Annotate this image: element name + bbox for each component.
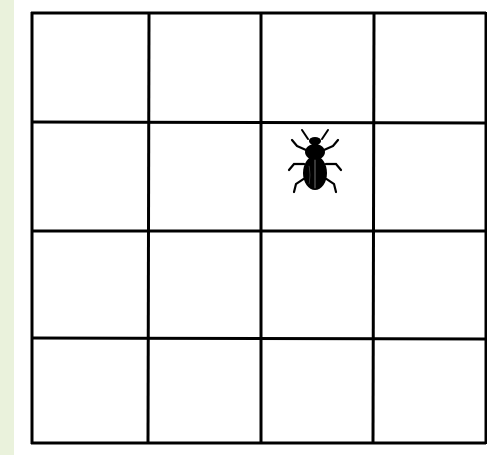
grid-vertical-line: [148, 12, 149, 444]
grid-horizontal-line: [31, 122, 486, 123]
grid-vertical-line: [373, 12, 374, 444]
grid-horizontal-line: [31, 338, 486, 339]
grid-lines: [31, 12, 486, 444]
beetle-icon: [289, 130, 341, 192]
